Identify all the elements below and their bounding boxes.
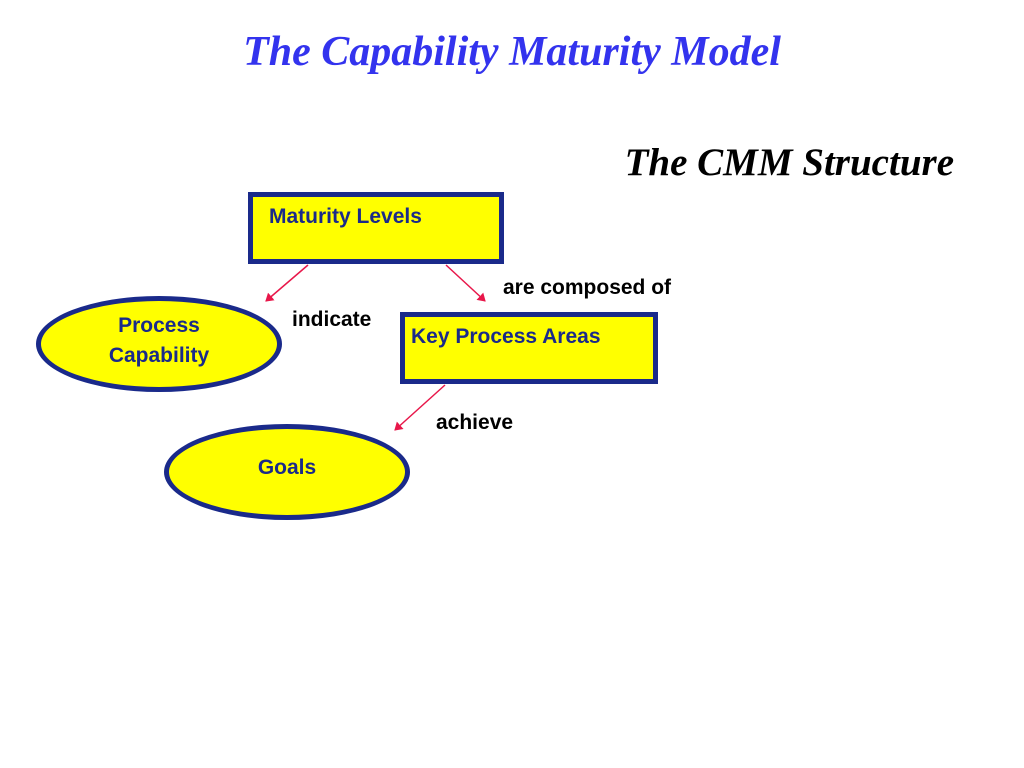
process-capability-label: Process Capability xyxy=(109,311,209,371)
key-process-areas-node: Key Process Areas xyxy=(400,312,658,384)
relation-label-are-composed-of: are composed of xyxy=(503,276,672,299)
key-process-areas-label: Key Process Areas xyxy=(411,325,601,348)
process-capability-node: Process Capability xyxy=(36,296,282,392)
maturity-levels-label: Maturity Levels xyxy=(269,205,422,228)
maturity-levels-node: Maturity Levels xyxy=(248,192,504,264)
relation-label-achieve: achieve xyxy=(436,411,514,434)
process-capability-label-line1: Process xyxy=(118,314,200,337)
arrow-indicate xyxy=(265,264,309,302)
process-capability-label-line2: Capability xyxy=(108,344,210,367)
goals-label: Goals xyxy=(257,456,317,479)
slide-title: The Capability Maturity Model xyxy=(243,29,781,75)
goals-node: Goals xyxy=(164,424,410,520)
title-area: The Capability Maturity Model xyxy=(0,0,1024,100)
arrow-are-composed-of xyxy=(445,264,486,302)
relation-label-indicate: indicate xyxy=(292,308,372,331)
slide-subtitle: The CMM Structure xyxy=(624,141,954,184)
